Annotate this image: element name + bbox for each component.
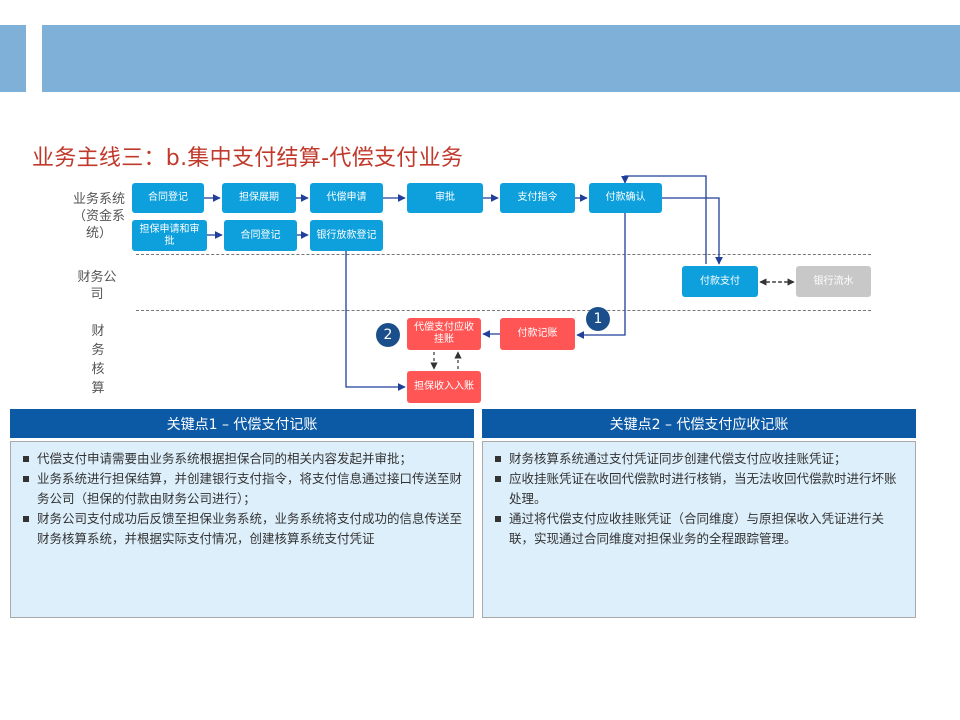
badge-key-point-2: 2 xyxy=(376,323,400,347)
bullet-square-icon xyxy=(23,476,29,482)
key-point-2-item-text: 通过将代偿支付应收挂账凭证（合同维度）与原担保收入凭证进行关联，实现通过合同维度… xyxy=(509,511,885,546)
key-point-2-item: 财务核算系统通过支付凭证同步创建代偿支付应收挂账凭证； xyxy=(495,449,905,469)
key-point-2-item-text: 应收挂账凭证在收回代偿款时进行核销，当无法收回代偿款时进行坏账处理。 xyxy=(509,471,897,506)
lane-label-finance-company: 财务公司 xyxy=(77,270,117,302)
key-point-1-item-text: 业务系统进行担保结算，并创建银行支付指令，将支付信息通过接口传送至财务公司（担保… xyxy=(37,471,463,506)
step-contract-register: 合同登记 xyxy=(132,183,204,213)
step-guarantee-income: 担保收入入账 xyxy=(407,371,481,403)
key-point-2-title: 关键点2 – 代偿支付应收记账 xyxy=(482,409,916,438)
key-point-2-panel: 财务核算系统通过支付凭证同步创建代偿支付应收挂账凭证； 应收挂账凭证在收回代偿款… xyxy=(482,441,916,618)
step-compensation-receivable: 代偿支付应收挂账 xyxy=(407,318,481,350)
key-point-1-panel: 代偿支付申请需要由业务系统根据担保合同的相关内容发起并审批； 业务系统进行担保结… xyxy=(10,441,474,618)
key-point-1-item: 财务公司支付成功后反馈至担保业务系统，业务系统将支付成功的信息传送至财务核算系统… xyxy=(23,509,463,549)
step-bank-statement: 银行流水 xyxy=(796,266,871,297)
bullet-square-icon xyxy=(23,456,29,462)
key-point-1-item-text: 代偿支付申请需要由业务系统根据担保合同的相关内容发起并审批； xyxy=(37,451,413,466)
step-bank-loan-register: 银行放款登记 xyxy=(310,220,383,251)
step-approval: 审批 xyxy=(407,183,483,213)
bullet-square-icon xyxy=(23,516,29,522)
lane-label-business: 业务系统（资金系统） xyxy=(72,192,125,241)
lane-divider-2 xyxy=(136,310,871,311)
lane-label-accounting: 财务核算 xyxy=(91,324,105,396)
step-payment-instruction: 支付指令 xyxy=(500,183,575,213)
arrow-loan-to-income xyxy=(345,251,406,391)
step-payment-pay: 付款支付 xyxy=(682,266,758,297)
bullet-square-icon xyxy=(495,516,501,522)
badge-key-point-1: 1 xyxy=(586,307,610,331)
bullet-square-icon xyxy=(495,456,501,462)
bullet-square-icon xyxy=(495,476,501,482)
step-payment-record: 付款记账 xyxy=(500,318,575,350)
key-point-1-item: 业务系统进行担保结算，并创建银行支付指令，将支付信息通过接口传送至财务公司（担保… xyxy=(23,469,463,509)
key-point-2-list: 财务核算系统通过支付凭证同步创建代偿支付应收挂账凭证； 应收挂账凭证在收回代偿款… xyxy=(495,449,905,549)
page-title: 业务主线三：b.集中支付结算-代偿支付业务 xyxy=(32,146,464,171)
key-point-2-item-text: 财务核算系统通过支付凭证同步创建代偿支付应收挂账凭证； xyxy=(509,451,847,466)
step-contract-register-2: 合同登记 xyxy=(224,220,297,251)
header-banner xyxy=(42,25,960,92)
step-guarantee-apply-approval: 担保申请和审批 xyxy=(132,220,207,251)
key-point-1-item-text: 财务公司支付成功后反馈至担保业务系统，业务系统将支付成功的信息传送至财务核算系统… xyxy=(37,511,463,546)
step-payment-confirm: 付款确认 xyxy=(589,183,662,213)
lane-divider-1 xyxy=(136,254,871,255)
key-point-2-item: 通过将代偿支付应收挂账凭证（合同维度）与原担保收入凭证进行关联，实现通过合同维度… xyxy=(495,509,905,549)
step-compensation-apply: 代偿申请 xyxy=(310,183,383,213)
header-accent-block xyxy=(0,25,26,92)
key-point-1-title: 关键点1 – 代偿支付记账 xyxy=(10,409,474,438)
step-guarantee-extension: 担保展期 xyxy=(222,183,296,213)
key-point-1-item: 代偿支付申请需要由业务系统根据担保合同的相关内容发起并审批； xyxy=(23,449,463,469)
key-point-1-list: 代偿支付申请需要由业务系统根据担保合同的相关内容发起并审批； 业务系统进行担保结… xyxy=(23,449,463,549)
key-point-2-item: 应收挂账凭证在收回代偿款时进行核销，当无法收回代偿款时进行坏账处理。 xyxy=(495,469,905,509)
